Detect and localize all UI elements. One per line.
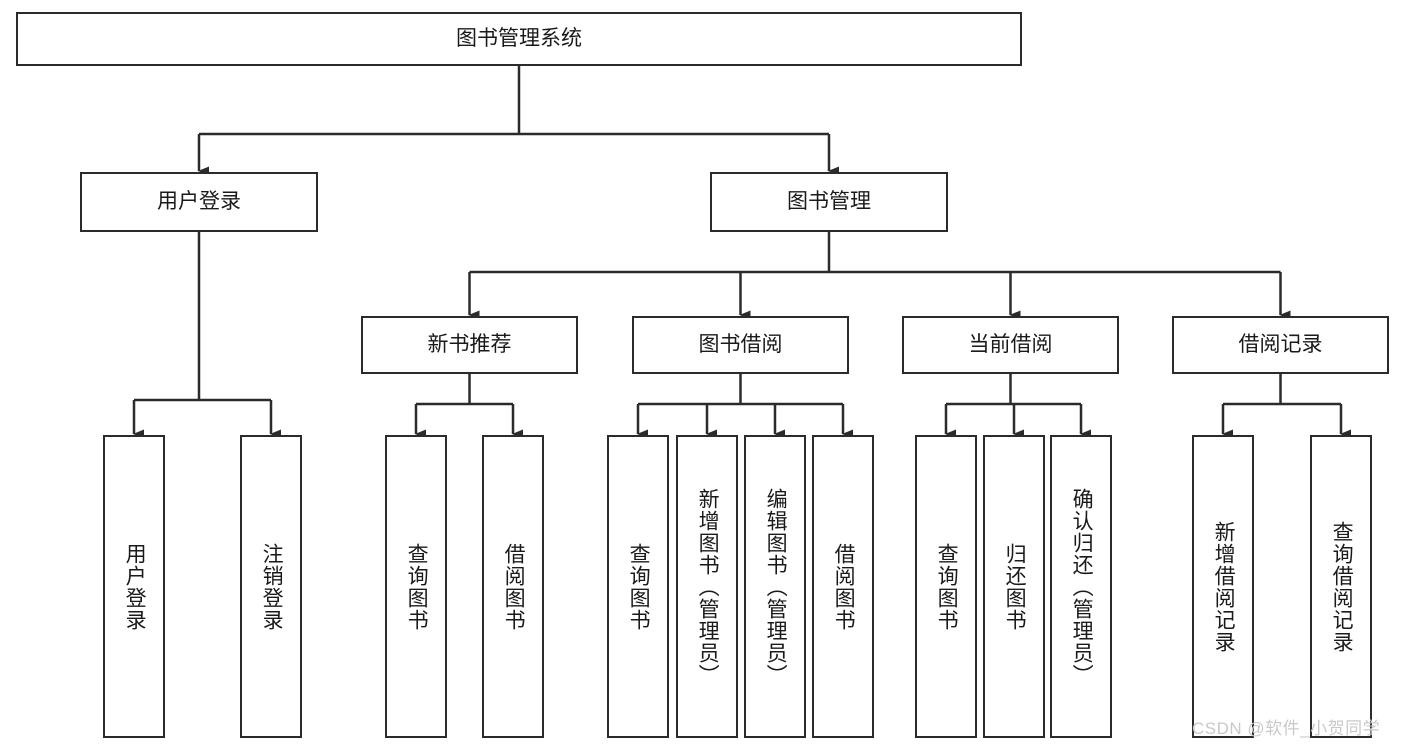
- node-login[interactable]: 用户登录: [80, 172, 318, 232]
- node-leaf-13[interactable]: 查询借阅记录: [1310, 435, 1372, 738]
- node-label: 查询借阅记录: [1330, 520, 1354, 653]
- node-leaf-4[interactable]: 借阅图书: [482, 435, 544, 738]
- node-leaf-10[interactable]: 归还图书: [983, 435, 1045, 738]
- node-label: 借阅图书: [832, 542, 856, 631]
- node-label: 新增图书（管理员）: [696, 487, 720, 686]
- node-label: 图书管理系统: [456, 26, 582, 50]
- node-root[interactable]: 图书管理系统: [16, 12, 1022, 66]
- node-label: 查询图书: [405, 542, 429, 631]
- node-label: 借阅记录: [1238, 332, 1323, 356]
- node-leaf-8[interactable]: 借阅图书: [812, 435, 874, 738]
- node-leaf-9[interactable]: 查询图书: [915, 435, 977, 738]
- node-label: 借阅图书: [502, 542, 526, 631]
- node-label: 查询图书: [627, 542, 651, 631]
- node-leaf-6[interactable]: 新增图书（管理员）: [676, 435, 738, 738]
- node-label: 用户登录: [157, 189, 241, 213]
- node-label: 注销登录: [260, 542, 284, 631]
- node-label: 用户登录: [123, 542, 147, 631]
- node-label: 查询图书: [935, 542, 959, 631]
- node-label: 新书推荐: [427, 332, 512, 356]
- node-newbook[interactable]: 新书推荐: [361, 316, 578, 374]
- node-leaf-11[interactable]: 确认归还（管理员）: [1050, 435, 1112, 738]
- node-leaf-1[interactable]: 用户登录: [103, 435, 165, 738]
- node-bookmgmt[interactable]: 图书管理: [710, 172, 948, 232]
- node-leaf-12[interactable]: 新增借阅记录: [1192, 435, 1254, 738]
- node-label: 编辑图书（管理员）: [764, 487, 788, 686]
- node-label: 归还图书: [1003, 542, 1027, 631]
- node-label: 确认归还（管理员）: [1070, 487, 1094, 686]
- node-records[interactable]: 借阅记录: [1172, 316, 1389, 374]
- node-leaf-7[interactable]: 编辑图书（管理员）: [744, 435, 806, 738]
- node-leaf-5[interactable]: 查询图书: [607, 435, 669, 738]
- node-label: 图书借阅: [698, 332, 783, 356]
- node-leaf-2[interactable]: 注销登录: [240, 435, 302, 738]
- node-current[interactable]: 当前借阅: [902, 316, 1119, 374]
- node-borrow[interactable]: 图书借阅: [632, 316, 849, 374]
- node-leaf-3[interactable]: 查询图书: [385, 435, 447, 738]
- csdn-watermark: CSDN @软件_小贺同学: [1192, 719, 1381, 738]
- node-label: 图书管理: [787, 189, 871, 213]
- node-label: 当前借阅: [968, 332, 1053, 356]
- node-label: 新增借阅记录: [1212, 520, 1236, 653]
- connector-lines: [132, 66, 1351, 439]
